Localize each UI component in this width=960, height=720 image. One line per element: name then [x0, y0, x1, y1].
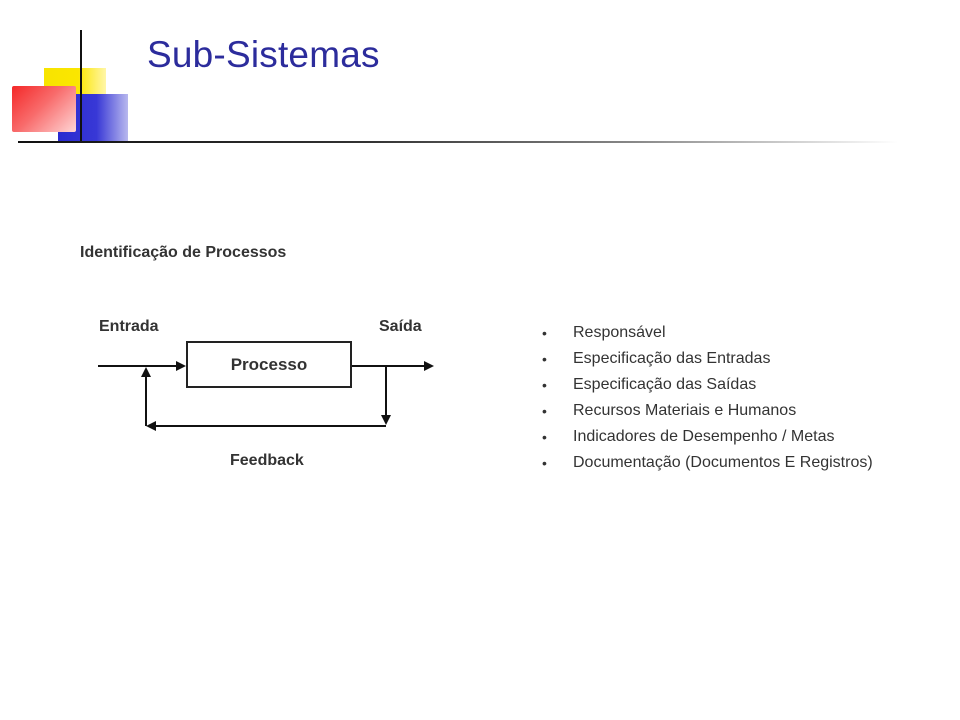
process-box: Processo: [186, 341, 352, 388]
bullet-icon: •: [542, 455, 547, 471]
list-item-text: Recursos Materiais e Humanos: [573, 402, 797, 419]
output-label: Saída: [379, 318, 422, 335]
bullet-icon: •: [542, 351, 547, 367]
list-item: • Responsável: [540, 320, 873, 346]
bullet-list: • Responsável • Especificação das Entradas…: [540, 320, 873, 476]
input-label: Entrada: [99, 318, 159, 335]
bullet-icon: •: [542, 403, 547, 419]
list-item: • Indicadores de Desempenho / Metas: [540, 424, 873, 450]
list-item: • Especificação das Entradas: [540, 346, 873, 372]
list-item-text: Documentação (Documentos E Registros): [573, 454, 873, 471]
list-item-text: Especificação das Saídas: [573, 376, 757, 393]
diagram-heading: Identificação de Processos: [80, 244, 287, 261]
list-item: • Recursos Materiais e Humanos: [540, 398, 873, 424]
list-item-text: Indicadores de Desempenho / Metas: [573, 428, 835, 445]
bullet-icon: •: [542, 429, 547, 445]
feedback-label: Feedback: [230, 452, 304, 469]
list-item-text: Especificação das Entradas: [573, 350, 771, 367]
slide-title: Sub-Sistemas: [147, 34, 380, 75]
bullet-icon: •: [542, 325, 547, 341]
bullet-icon: •: [542, 377, 547, 393]
list-item: • Especificação das Saídas: [540, 372, 873, 398]
list-item-text: Responsável: [573, 324, 666, 341]
decorative-horizontal-line: [18, 141, 898, 143]
decorative-vertical-line: [80, 30, 82, 143]
list-item: • Documentação (Documentos E Registros): [540, 450, 873, 476]
decorative-red-square: [12, 86, 76, 132]
